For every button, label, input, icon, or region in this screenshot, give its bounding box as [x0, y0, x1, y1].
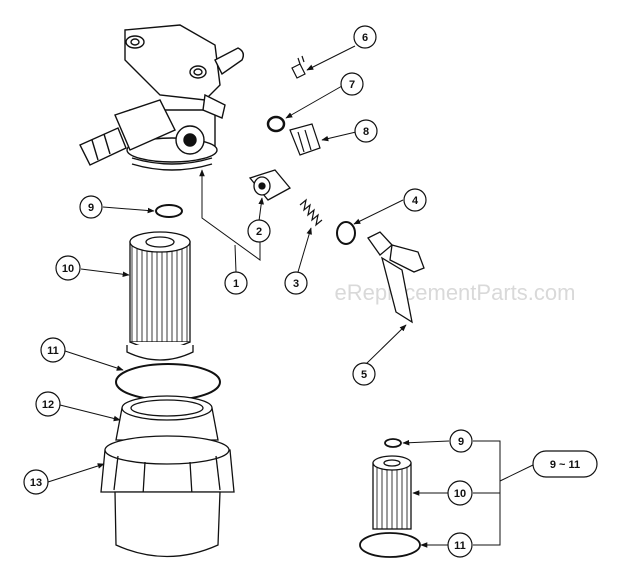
- part-12-bowl-ring: [115, 395, 219, 441]
- part-6-screw: [291, 55, 306, 79]
- callout-label: 2: [256, 226, 262, 238]
- callout-label: 10: [454, 488, 466, 500]
- callout-inset-9: 9: [449, 429, 473, 453]
- part-9-oring: [155, 204, 183, 218]
- callout-label: 5: [361, 369, 367, 381]
- callout-9: 9: [79, 195, 103, 219]
- callout-label: 9 ~ 11: [550, 459, 580, 471]
- callout-label: 8: [363, 126, 369, 138]
- callout-label: 11: [454, 540, 466, 552]
- callout-6: 6: [353, 25, 377, 49]
- part-10-filter-element: [126, 231, 194, 361]
- callout-10: 10: [55, 255, 81, 281]
- callout-label: 11: [47, 345, 59, 357]
- callout-inset-11: 11: [447, 532, 473, 558]
- callout-12: 12: [35, 391, 61, 417]
- filter-head-housing: [79, 24, 245, 171]
- part-11-seal-ring: [115, 363, 221, 401]
- callout-label: 9: [458, 436, 464, 448]
- part-7-washer: [266, 115, 286, 133]
- callout-label: 4: [412, 195, 419, 207]
- part-8-bolt: [289, 123, 321, 156]
- inset-kit: [359, 438, 421, 558]
- callout-3: 3: [284, 271, 308, 295]
- callout-7: 7: [340, 72, 364, 96]
- callout-label: 3: [293, 278, 299, 290]
- callout-label: 12: [42, 399, 54, 411]
- watermark-text: eReplacementParts.com: [335, 280, 576, 305]
- callout-kit-range: 9 ~ 11: [532, 450, 598, 478]
- callout-1: 1: [224, 271, 248, 295]
- callout-4: 4: [403, 188, 427, 212]
- callout-label: 9: [88, 202, 94, 214]
- callout-8: 8: [354, 119, 378, 143]
- part-2-valve-core: [248, 169, 292, 201]
- part-4-oring: [336, 221, 356, 245]
- callout-label: 7: [349, 79, 355, 91]
- callout-label: 13: [30, 477, 42, 489]
- part-3-spring: [299, 198, 323, 227]
- part-13-bowl-nut: [100, 435, 235, 558]
- callout-label: 10: [62, 263, 74, 275]
- callout-2: 2: [247, 219, 271, 243]
- callout-inset-10: 10: [447, 480, 473, 506]
- leader-lines: [47, 45, 534, 548]
- callout-label: 6: [362, 32, 368, 44]
- part-5-lever: [367, 231, 425, 324]
- callout-5: 5: [352, 362, 376, 386]
- callout-13: 13: [23, 469, 49, 495]
- callout-label: 1: [233, 278, 239, 290]
- callout-11: 11: [40, 337, 66, 363]
